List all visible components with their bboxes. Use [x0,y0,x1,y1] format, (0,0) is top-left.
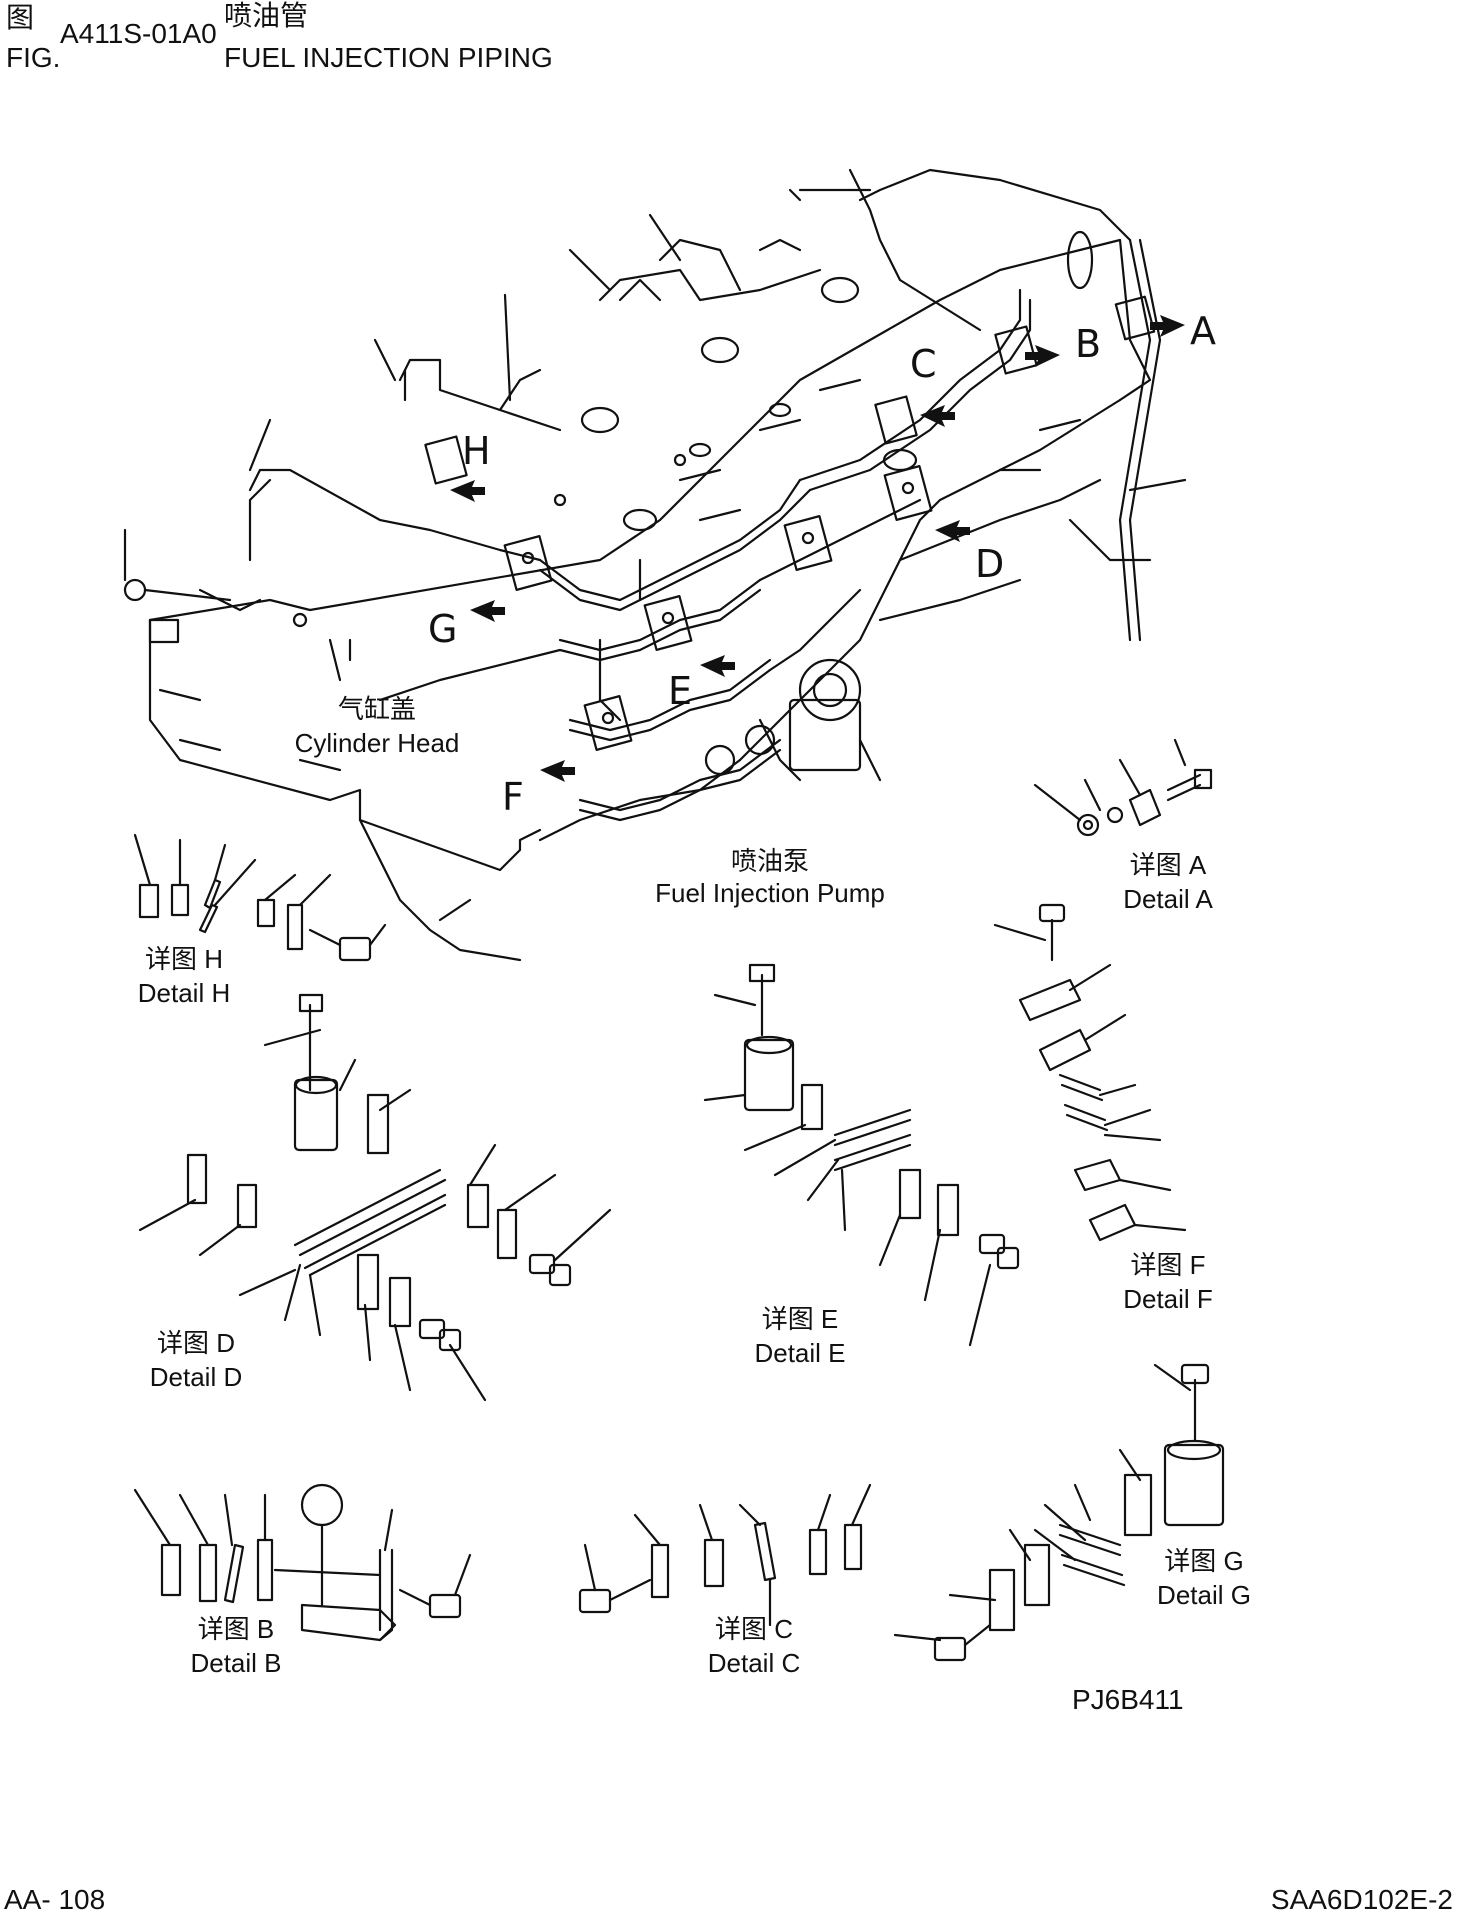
detail-g-label-zh: 详图 G [1164,1546,1244,1576]
detail-b-parts [133,1483,472,1642]
detail-d-label-zh: 详图 D [156,1328,236,1358]
page-number: AA- 108 [4,1884,106,1915]
detail-f-label-zh: 详图 F [1130,1250,1206,1280]
detail-e-label-en: Detail E [754,1338,846,1368]
view-letter-d: D [975,542,1005,586]
fig-number: A411S-01A0 [60,18,217,49]
view-letter-f: F [502,775,524,819]
view-letter-a: A [1190,309,1216,353]
detail-d-label-en: Detail D [149,1362,243,1392]
detail-h-label-zh: 详图 H [144,944,224,974]
detail-f-label-en: Detail F [1123,1284,1213,1314]
cylinder-head-label-en: Cylinder Head [294,728,460,758]
detail-d-parts [138,993,612,1402]
pump-label-en: Fuel Injection Pump [655,878,885,908]
detail-e-parts [703,963,1020,1347]
view-letter-e: E [668,669,693,713]
injection-pipes [248,168,1162,822]
detail-a-label-en: Detail A [1123,884,1213,914]
detail-a-label-zh: 详图 A [1129,850,1207,880]
engine-block-outline [148,238,1152,962]
fuel-injection-pump [704,658,882,782]
view-letter-g: G [428,607,458,651]
detail-c-label-en: Detail C [707,1648,801,1678]
detail-b-label-en: Detail B [190,1648,282,1678]
drawing-code: PJ6B411 [1072,1684,1184,1715]
pump-label-zh: 喷油泵 [730,846,810,876]
title-en: FUEL INJECTION PIPING [224,42,553,73]
detail-a-parts [1033,738,1213,837]
detail-h-label-en: Detail H [137,978,231,1008]
view-arrows [450,315,1185,782]
view-letter-c: C [910,342,937,386]
detail-e-label-zh: 详图 E [761,1304,839,1334]
detail-f-parts [993,903,1187,1242]
detail-b-label-zh: 详图 B [197,1614,275,1644]
fig-label-en: FIG. [6,42,61,73]
detail-g-parts [893,1363,1225,1662]
view-letter-h: H [462,429,491,473]
view-letter-b: B [1075,322,1102,366]
pipe-clamps [292,295,1156,751]
left-fitting [123,578,262,644]
fig-label-zh: 图 [6,2,35,33]
detail-h-parts [133,833,387,962]
detail-c-parts [578,1483,872,1627]
title-zh: 喷油管 [224,0,309,31]
leader-lines [123,188,1187,682]
detail-g-label-en: Detail G [1157,1580,1251,1610]
detail-c-label-zh: 详图 C [714,1614,794,1644]
cylinder-head-label-zh: 气缸盖 [337,694,417,724]
cylinder-head-features [580,230,1094,532]
document-code: SAA6D102E-2 [1270,1884,1453,1915]
